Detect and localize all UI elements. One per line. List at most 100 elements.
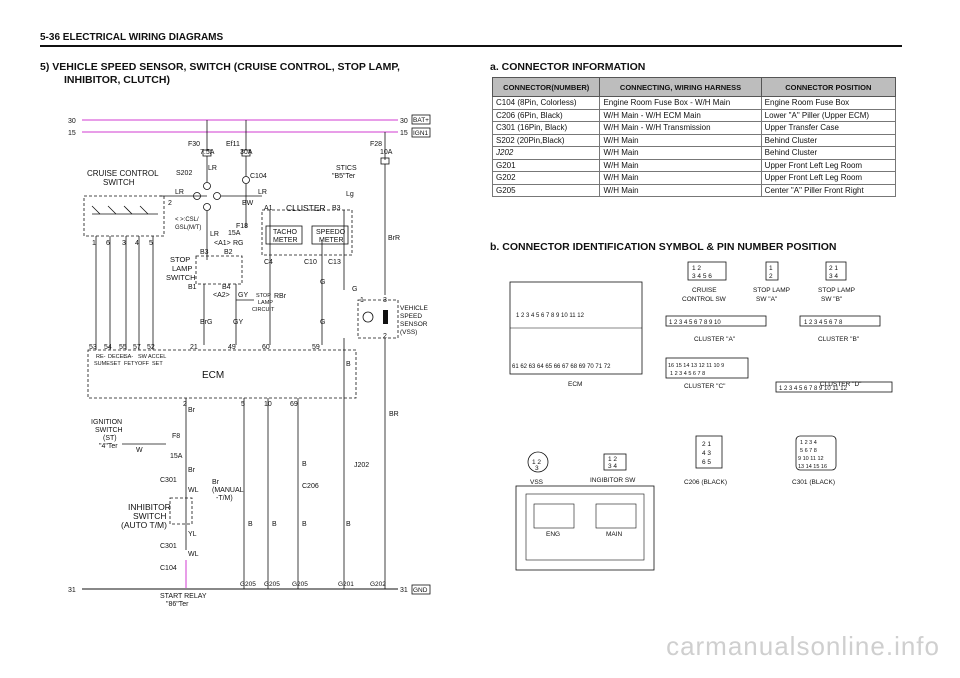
ign-sw-label-1: IGNITION	[91, 419, 122, 426]
svg-text:3 4 5 6: 3 4 5 6	[692, 273, 712, 280]
bat-box	[411, 114, 431, 125]
svg-text:2: 2	[383, 333, 387, 340]
svg-text:C13: C13	[328, 259, 341, 266]
ecm-box	[87, 349, 357, 399]
table-cell: Lower "A" Piller (Upper ECM)	[760, 108, 897, 122]
svg-text:1 2 3 4 5 6 7 8: 1 2 3 4 5 6 7 8	[804, 320, 843, 326]
fuse-f30-amp: 7.5A	[200, 149, 215, 156]
svg-text:54: 54	[104, 344, 112, 351]
bat-label: BAT+	[413, 117, 429, 124]
svg-text:61 62 63 64 65 66 67 68 69 70: 61 62 63 64 65 66 67 68 69 70 71 72	[512, 364, 611, 370]
svg-text:B: B	[272, 521, 277, 528]
svg-text:3: 3	[122, 240, 126, 247]
inhibitor-label-3: (AUTO T/M)	[121, 520, 167, 530]
vss-label-2: SPEED	[400, 313, 422, 320]
ecm-pin-label: DECEL	[108, 354, 126, 360]
svg-text:B: B	[248, 521, 253, 528]
section-title-left: 5) VEHICLE SPEED SENSOR, SWITCH (CRUISE …	[40, 61, 400, 73]
svg-text:B: B	[302, 461, 307, 468]
f8-amp: 15A	[170, 453, 183, 460]
ground-label: G202	[370, 581, 386, 588]
ign-sw-label-4: "4"Ter	[99, 443, 118, 450]
ground-label: G201	[338, 581, 354, 588]
cluster-b-connector-label: CLUSTER "B"	[818, 336, 860, 343]
svg-text:B3: B3	[200, 249, 209, 256]
start-relay-2: "86"Ter	[166, 601, 189, 608]
ground-label: G205	[292, 581, 308, 588]
a2-label: <A2>	[213, 292, 230, 299]
fuse-f28: F28	[370, 141, 382, 148]
vss-label-3: SENSOR	[400, 321, 428, 328]
svg-text:GY: GY	[233, 319, 243, 326]
cluster-c-connector-label: CLUSTER "C"	[684, 383, 726, 390]
table-cell: W/H Main - W/H ECM Main	[599, 108, 762, 122]
svg-text:BW: BW	[242, 200, 254, 207]
svg-text:WL: WL	[188, 551, 199, 558]
svg-text:1 2 3 4: 1 2 3 4	[800, 440, 817, 446]
svg-text:3: 3	[535, 465, 539, 472]
table-cell: G201	[491, 158, 601, 172]
svg-text:3 4: 3 4	[829, 273, 838, 280]
cruise-connector-label-1: CRUISE	[692, 287, 717, 294]
a1-label: <A1>	[214, 240, 231, 247]
table-cell: Upper Front Left Leg Room	[760, 158, 897, 172]
stics-label-1: STICS	[336, 165, 357, 172]
svg-text:G: G	[320, 279, 325, 286]
stop-lamp-circuit-3: CIRCUIT	[252, 307, 275, 313]
ecm-pin-label: ACCEL	[148, 354, 166, 360]
svg-text:2: 2	[183, 401, 187, 408]
f18-label: F18	[236, 223, 248, 230]
svg-text:5: 5	[241, 401, 245, 408]
stop-lamp-box	[195, 255, 243, 285]
table-cell: W/H Main	[599, 171, 762, 185]
inhibitor-connector-label: INGIBITOR SW	[590, 477, 636, 484]
svg-text:1: 1	[769, 265, 773, 272]
cluster-d-connector-label: CLUSTER "D"	[820, 381, 862, 388]
vss-box	[357, 299, 399, 339]
svg-text:16 15 14 13 12 11 10 9: 16 15 14 13 12 11 10 9	[668, 363, 724, 369]
vss-label-4: (VSS)	[400, 329, 417, 336]
svg-text:53: 53	[89, 344, 97, 351]
svg-text:LR: LR	[208, 165, 217, 172]
c206-label: C206	[302, 483, 319, 490]
svg-text:WL: WL	[188, 487, 199, 494]
watermark: carmanualsonline.info	[666, 631, 940, 661]
ign-sw-label-2: SWITCH	[95, 427, 123, 434]
svg-text:9 10 11 12: 9 10 11 12	[798, 456, 824, 462]
stop-lamp-label-2: LAMP	[172, 264, 192, 273]
table-cell: Behind Cluster	[760, 146, 897, 160]
svg-text:BrG: BrG	[200, 319, 212, 326]
f8-label: F8	[172, 433, 180, 440]
fuse-ef11: Ef11	[226, 141, 240, 148]
stop-b-connector-label-1: STOP LAMP	[818, 287, 855, 294]
table-header: CONNECTOR(NUMBER)	[491, 77, 601, 97]
stop-lamp-circuit-1: STOP	[256, 293, 271, 299]
svg-text:3: 3	[383, 297, 387, 304]
svg-text:GY: GY	[238, 292, 248, 299]
svg-text:C10: C10	[304, 259, 317, 266]
table-cell: G205	[491, 183, 601, 197]
table-cell: W/H Main	[599, 158, 762, 172]
ecm-label: ECM	[202, 370, 224, 381]
svg-text:BrR: BrR	[388, 235, 400, 242]
table-cell: C206 (6Pin, Black)	[491, 108, 601, 122]
svg-text:4: 4	[135, 240, 139, 247]
table-header: CONNECTING, WIRING HARNESS	[599, 77, 762, 97]
s202-label: S202	[176, 170, 192, 177]
rail-30-label-left: 30	[68, 118, 76, 125]
table-cell: W/H Main	[599, 133, 762, 147]
rail-30-label-right: 30	[400, 118, 408, 125]
c301-connector-label: C301 (BLACK)	[792, 479, 835, 486]
stop-a-connector-label-1: STOP LAMP	[753, 287, 790, 294]
manual-label-1: Br	[212, 479, 220, 486]
cruise-switch-label-2: SWITCH	[103, 178, 135, 187]
connector-info-table: CONNECTOR(NUMBER) CONNECTING, WIRING HAR…	[491, 77, 897, 197]
svg-text:13 14 15 16: 13 14 15 16	[798, 464, 827, 470]
speedo-label-2: METER	[319, 237, 344, 244]
table-cell: Engine Room Fuse Box	[760, 96, 897, 110]
svg-text:LR: LR	[210, 231, 219, 238]
table-cell: Behind Cluster	[760, 133, 897, 147]
ecm-pin-label-2: OFF	[138, 361, 150, 367]
table-row: C301 (16Pin, Black)W/H Main - W/H Transm…	[491, 121, 897, 135]
